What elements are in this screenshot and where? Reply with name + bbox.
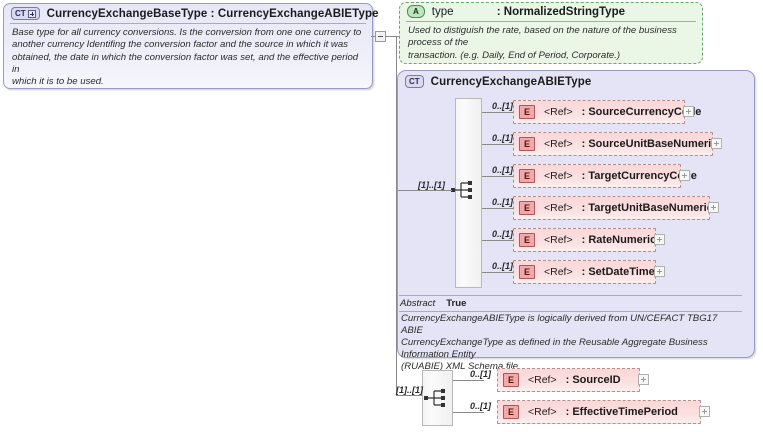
abie-sequence-connector (398, 190, 452, 191)
abie-title: CurrencyExchangeABIEType (430, 75, 592, 88)
element-cardinality: 0..[1] (492, 133, 514, 143)
element-badge-icon: E (519, 169, 535, 183)
element-cardinality: 0..[1] (470, 369, 492, 379)
connector-stub (371, 36, 376, 37)
element-expand-icon[interactable] (708, 202, 719, 213)
element-name: : TargetCurrencyCode (581, 170, 697, 182)
abie-footer-divider-top (399, 295, 742, 296)
element-box-setdatetime[interactable]: E <Ref> : SetDateTime (513, 260, 656, 284)
element-expand-icon[interactable] (683, 106, 694, 117)
element-ref: <Ref> (544, 106, 573, 118)
element-name: : TargetUnitBaseNumeric (581, 202, 713, 214)
element-connector (453, 380, 484, 381)
element-box-sourcecurrencycode[interactable]: E <Ref> : SourceCurrencyCode (513, 100, 701, 124)
element-box-targetunitbasenumeric[interactable]: E <Ref> : TargetUnitBaseNumeric (513, 196, 713, 220)
connector-trunk-entry (386, 36, 396, 37)
element-box-ratenumeric[interactable]: E <Ref> : RateNumeric (513, 228, 656, 252)
element-name: : SourceUnitBaseNumeric (581, 138, 718, 150)
element-cardinality: 0..[1] (492, 197, 514, 207)
attribute-documentation: Used to distiguish the rate, based on th… (408, 25, 677, 61)
element-ref: <Ref> (544, 266, 573, 278)
abie-sequence-cardinality: [1]..[1] (418, 180, 445, 190)
element-cardinality: 0..[1] (492, 101, 514, 111)
abstract-value: True (446, 298, 467, 309)
element-badge-icon: E (519, 201, 535, 215)
element-expand-icon[interactable] (638, 374, 649, 385)
connector-to-outer-sequence (396, 395, 422, 396)
element-expand-icon[interactable] (699, 406, 710, 417)
abstract-row: Abstract True (400, 298, 466, 309)
base-type-divider (10, 23, 366, 24)
ct-icon[interactable]: CT (405, 75, 424, 88)
element-box-targetcurrencycode[interactable]: E <Ref> : TargetCurrencyCode (513, 164, 697, 188)
element-badge-icon: E (519, 105, 535, 119)
element-expand-icon[interactable] (679, 170, 690, 181)
element-connector (482, 272, 513, 273)
element-ref: <Ref> (544, 202, 573, 214)
attribute-type-box[interactable]: A type : NormalizedStringType Used to di… (399, 2, 703, 64)
element-connector (482, 112, 513, 113)
abstract-label: Abstract (400, 298, 436, 309)
connector-to-attribute (396, 36, 401, 37)
element-name: : SourceCurrencyCode (581, 106, 702, 118)
element-name: : EffectiveTimePeriod (565, 406, 678, 418)
element-ref: <Ref> (528, 406, 557, 418)
ct-badge-text: CT (15, 8, 26, 18)
attribute-name: type (431, 5, 454, 18)
base-type-title: CurrencyExchangeBaseType : CurrencyExcha… (46, 7, 379, 20)
element-name: : RateNumeric (581, 234, 657, 246)
element-box-sourceid[interactable]: E <Ref> : SourceID (497, 368, 640, 392)
element-expand-icon[interactable] (711, 138, 722, 149)
element-badge-icon: E (503, 373, 519, 387)
element-name: : SetDateTime (581, 266, 655, 278)
sequence-compositor-icon[interactable] (451, 179, 479, 206)
element-badge-icon: E (519, 265, 535, 279)
ct-plus-icon[interactable]: CT (11, 7, 40, 20)
element-expand-icon[interactable] (654, 266, 665, 277)
element-connector (482, 176, 513, 177)
element-cardinality: 0..[1] (492, 165, 514, 175)
element-badge-icon: E (519, 233, 535, 247)
abie-header: CT CurrencyExchangeABIEType (398, 71, 754, 90)
element-cardinality: 0..[1] (492, 261, 514, 271)
element-ref: <Ref> (544, 234, 573, 246)
collapse-toggle-icon[interactable] (375, 31, 386, 42)
attribute-type: : NormalizedStringType (496, 5, 625, 18)
attribute-divider (406, 21, 696, 22)
outer-sequence-compositor-icon[interactable] (424, 387, 452, 414)
element-connector (482, 208, 513, 209)
plus-icon[interactable] (27, 9, 36, 18)
element-cardinality: 0..[1] (492, 229, 514, 239)
element-connector (453, 412, 484, 413)
attribute-header: A type : NormalizedStringType (400, 3, 702, 20)
abie-sequence-column (455, 98, 482, 288)
element-expand-icon[interactable] (654, 234, 665, 245)
ct-badge-text: CT (409, 76, 420, 86)
element-ref: <Ref> (544, 170, 573, 182)
base-type-documentation: Base type for all currency conversions. … (12, 27, 362, 88)
element-cardinality: 0..[1] (470, 401, 492, 411)
abie-footer-divider-bottom (399, 311, 742, 312)
connector-trunk-vertical (396, 36, 397, 395)
base-type-header: CT CurrencyExchangeBaseType : CurrencyEx… (4, 4, 378, 22)
a-badge-icon: A (407, 5, 425, 18)
element-box-effectivetimeperiod[interactable]: E <Ref> : EffectiveTimePeriod (497, 400, 701, 424)
element-badge-icon: E (519, 137, 535, 151)
outer-sequence-cardinality: [1]..[1] (396, 385, 423, 395)
element-connector (482, 144, 513, 145)
element-ref: <Ref> (528, 374, 557, 386)
element-name: : SourceID (565, 374, 621, 386)
element-connector (482, 240, 513, 241)
abie-documentation: CurrencyExchangeABIEType is logically de… (401, 313, 718, 372)
element-box-sourceunitbasenumeric[interactable]: E <Ref> : SourceUnitBaseNumeric (513, 132, 717, 156)
element-ref: <Ref> (544, 138, 573, 150)
element-badge-icon: E (503, 405, 519, 419)
base-type-box[interactable]: CT CurrencyExchangeBaseType : CurrencyEx… (3, 3, 378, 89)
